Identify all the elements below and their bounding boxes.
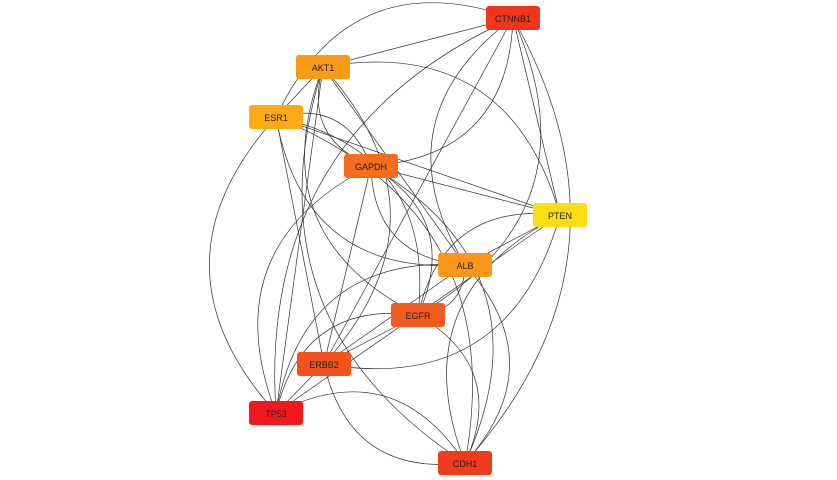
node-egfr[interactable]: EGFR [391,303,445,327]
node-ctnnb1[interactable]: CTNNB1 [486,6,540,30]
node-gapdh[interactable]: GAPDH [344,154,398,178]
edge-ctnnb1-akt1 [322,17,514,68]
edge-esr1-egfr [275,116,421,316]
edge-ctnnb1-erbb2 [323,17,514,365]
edge-akt1-tp53 [275,66,324,414]
node-box[interactable] [249,401,303,425]
node-label: PTEN [548,211,572,221]
edge-ctnnb1-cdh1 [464,17,571,464]
node-erbb2[interactable]: ERBB2 [297,352,351,376]
node-tp53[interactable]: TP53 [249,401,303,425]
edge-akt1-erbb2 [322,66,391,365]
edge-gapdh-tp53 [257,165,372,414]
edge-gapdh-cdh1 [370,165,494,464]
node-box[interactable] [438,451,492,475]
edge-akt1-egfr [304,66,419,316]
edge-esr1-alb [275,116,466,267]
edge-ctnnb1-gapdh [370,17,514,167]
node-box[interactable] [391,303,445,327]
node-label: AKT1 [312,63,335,73]
edge-pten-cdh1 [446,214,561,464]
edge-ctnnb1-esr1 [275,2,514,118]
node-label: ALB [456,261,473,271]
edge-egfr-cdh1 [417,314,480,464]
node-label: ESR1 [264,113,288,123]
node-label: CTNNB1 [495,14,531,24]
edge-erbb2-cdh1 [323,363,466,465]
edge-gapdh-pten [370,165,561,216]
edge-esr1-tp53 [209,116,277,414]
edge-pten-erbb2 [323,214,561,370]
node-label: ERBB2 [309,360,339,370]
node-label: TP53 [265,409,287,419]
edge-alb-cdh1 [464,264,510,464]
edge-gapdh-egfr [370,165,433,316]
edge-ctnnb1-pten [512,17,561,216]
edge-akt1-cdh1 [301,66,466,464]
node-label: GAPDH [355,162,387,172]
node-label: CDH1 [453,459,478,469]
node-pten[interactable]: PTEN [533,203,587,227]
node-cdh1[interactable]: CDH1 [438,451,492,475]
node-akt1[interactable]: AKT1 [296,55,350,79]
edge-esr1-pten [275,116,561,216]
node-box[interactable] [296,55,350,79]
node-box[interactable] [249,105,303,129]
node-box[interactable] [297,352,351,376]
node-box[interactable] [533,203,587,227]
node-box[interactable] [344,154,398,178]
edge-ctnnb1-alb [430,17,514,266]
edge-esr1-cdh1 [275,116,473,464]
node-box[interactable] [486,6,540,30]
edge-akt1-pten [322,61,561,216]
edge-tp53-cdh1 [275,391,466,464]
network-edges [209,2,571,465]
edge-alb-tp53 [275,263,466,414]
node-alb[interactable]: ALB [438,253,492,277]
edge-gapdh-erbb2 [323,165,372,365]
edge-esr1-erbb2 [275,116,325,365]
edge-ctnnb1-tp53 [274,17,514,414]
node-esr1[interactable]: ESR1 [249,105,303,129]
edge-gapdh-alb [370,165,466,266]
node-box[interactable] [438,253,492,277]
node-label: EGFR [405,311,431,321]
